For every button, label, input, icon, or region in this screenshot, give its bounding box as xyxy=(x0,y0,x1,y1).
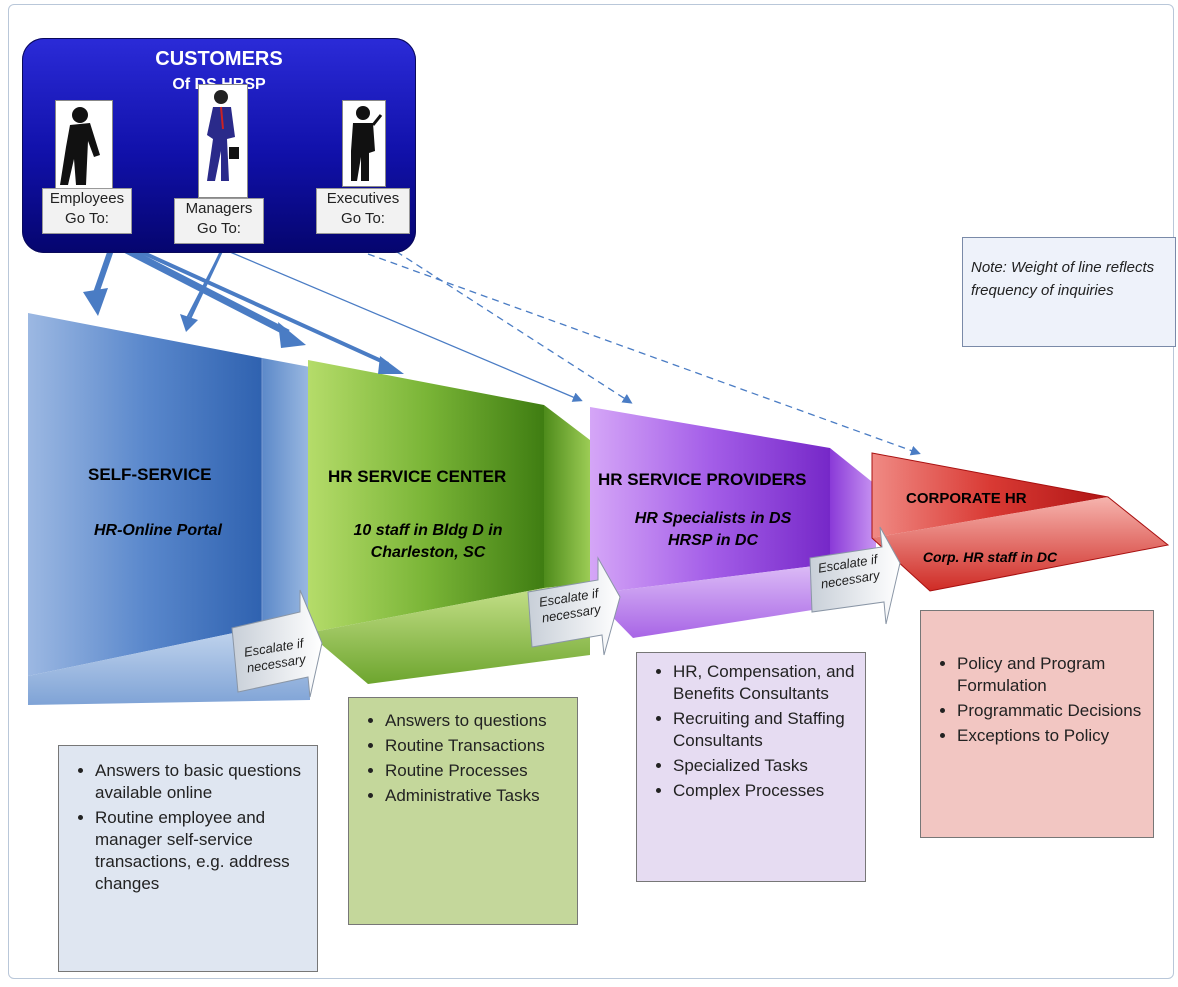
hr-service-center-item: Routine Transactions xyxy=(385,735,569,757)
hr-service-center-item: Routine Processes xyxy=(385,760,569,782)
escalate-arrow-3 xyxy=(809,526,901,625)
stage-subtitle-self-service-line1: HR-Online Portal xyxy=(93,522,222,539)
hr-service-center-stage-shape xyxy=(308,360,590,684)
role-employees-line1: Employees xyxy=(49,190,125,207)
role-managers-line1: Managers xyxy=(185,200,253,217)
corporate-hr-item: Programmatic Decisions xyxy=(957,700,1145,722)
role-employees: Employees Go To: xyxy=(42,188,132,234)
role-managers-line2: Go To: xyxy=(197,220,241,237)
corporate-hr-description-box: Policy and Program Formulation Programma… xyxy=(920,610,1154,838)
stage-subtitle-self-service: HR-Online Portal xyxy=(58,520,258,542)
hr-service-center-item: Answers to questions xyxy=(385,710,569,732)
stage-title-corporate-hr: CORPORATE HR xyxy=(906,490,1027,507)
stage-subtitle-hr-service-providers-line1: HR Specialists in DS xyxy=(634,510,792,527)
self-service-item: Answers to basic questions available onl… xyxy=(95,760,309,804)
diagram-frame xyxy=(8,4,1174,979)
role-executives: Executives Go To: xyxy=(316,188,410,234)
role-managers: Managers Go To: xyxy=(174,198,264,244)
hr-service-providers-item: Specialized Tasks xyxy=(673,755,857,777)
corporate-hr-item: Exceptions to Policy xyxy=(957,725,1145,747)
role-employees-line2: Go To: xyxy=(65,210,109,227)
corporate-hr-item: Policy and Program Formulation xyxy=(957,653,1145,697)
self-service-item: Routine employee and manager self-servic… xyxy=(95,807,309,895)
hr-service-center-item: Administrative Tasks xyxy=(385,785,569,807)
employee-figure-icon xyxy=(55,100,113,190)
stage-title-self-service: SELF-SERVICE xyxy=(88,465,212,484)
stage-title-hr-service-center: HR SERVICE CENTER xyxy=(328,467,507,486)
manager-figure-icon xyxy=(198,84,248,198)
stage-subtitle-hr-service-providers: HR Specialists in DS HRSP in DC xyxy=(602,508,824,552)
note-box: Note: Weight of line reflects frequency … xyxy=(962,237,1176,347)
stage-subtitle-hr-service-center-line1: 10 staff in Bldg D in xyxy=(353,522,503,539)
hr-service-providers-item: HR, Compensation, and Benefits Consultan… xyxy=(673,661,857,705)
hr-service-providers-description-box: HR, Compensation, and Benefits Consultan… xyxy=(636,652,866,882)
stage-subtitle-hr-service-providers-line2: HRSP in DC xyxy=(667,532,759,549)
stage-subtitle-hr-service-center-line2: Charleston, SC xyxy=(370,544,486,561)
corporate-hr-stage-shape xyxy=(871,452,1170,592)
stage-title-hr-service-providers: HR SERVICE PROVIDERS xyxy=(598,470,807,489)
executive-figure-icon xyxy=(342,100,386,187)
customers-panel: CUSTOMERS Of DS HRSP xyxy=(22,38,416,253)
hr-service-providers-item: Complex Processes xyxy=(673,780,857,802)
role-executives-line2: Go To: xyxy=(341,210,385,227)
hr-service-providers-item: Recruiting and Staffing Consultants xyxy=(673,708,857,752)
stage-subtitle-corporate-hr-line1: Corp. HR staff in DC xyxy=(922,549,1058,565)
stage-subtitle-hr-service-center: 10 staff in Bldg D in Charleston, SC xyxy=(318,520,538,564)
hr-service-center-description-box: Answers to questions Routine Transaction… xyxy=(348,697,578,925)
hr-service-providers-stage-shape xyxy=(590,407,876,638)
stage-subtitle-corporate-hr: Corp. HR staff in DC xyxy=(896,546,1084,568)
role-executives-line1: Executives xyxy=(326,190,400,207)
customers-title: CUSTOMERS xyxy=(155,48,283,70)
escalate-arrow-1 xyxy=(231,589,323,698)
escalate-arrow-2 xyxy=(527,556,621,656)
self-service-description-box: Answers to basic questions available onl… xyxy=(58,745,318,972)
